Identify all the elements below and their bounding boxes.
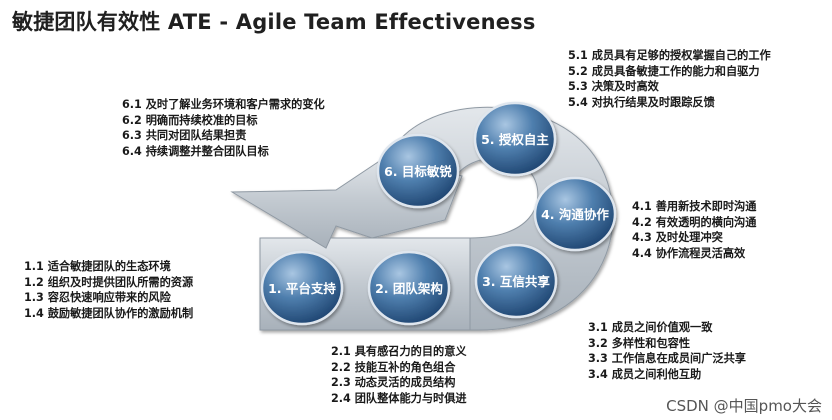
node-6-sphere [376, 133, 460, 209]
group-6-list: 6.1 及时了解业务环境和客户需求的变化 6.2 明确而持续校准的目标 6.3 … [122, 97, 325, 159]
watermark-text: CSDN @中国pmo大会 [666, 397, 822, 415]
node-2-label: 2. 团队架构 [375, 281, 443, 296]
group-3-item: 3.3 工作信息在成员间广泛共享 [588, 352, 746, 365]
group-3-item: 3.4 成员之间利他互助 [588, 367, 702, 381]
group-1-item: 1.2 组织及时提供团队所需的资源 [24, 275, 194, 289]
group-5-item: 5.2 成员具备敏捷工作的能力和自驱力 [568, 64, 760, 78]
group-1-list: 1.1 适合敏捷团队的生态环境 1.2 组织及时提供团队所需的资源 1.3 容忍… [24, 259, 193, 321]
node-2-sphere [367, 250, 451, 326]
node-5-label: 5. 授权自主 [481, 132, 549, 147]
group-6-item: 6.2 明确而持续校准的目标 [122, 113, 258, 127]
node-3-sphere [474, 243, 558, 319]
group-1-item: 1.4 鼓励敏捷团队协作的激励机制 [24, 306, 194, 320]
group-5-item: 5.3 决策及时高效 [568, 80, 659, 93]
group-6-item: 6.4 持续调整并整合团队目标 [122, 144, 269, 158]
node-3-label: 3. 互信共享 [482, 274, 550, 289]
group-6-item: 6.1 及时了解业务环境和客户需求的变化 [122, 98, 325, 111]
group-5-item: 5.4 对执行结果及时跟踪反馈 [568, 95, 715, 109]
node-5-sphere [473, 101, 557, 177]
group-4-item: 4.3 及时处理冲突 [632, 231, 723, 244]
group-2-list: 2.1 具有感召力的目的意义 2.2 技能互补的角色组合 2.3 动态灵活的成员… [331, 344, 467, 406]
group-1-item: 1.3 容忍快速响应带来的风险 [24, 291, 171, 304]
page-title: 敏捷团队有效性 ATE - Agile Team Effectiveness [12, 10, 536, 34]
group-3-item: 3.1 成员之间价值观一致 [588, 321, 713, 334]
group-3-list: 3.1 成员之间价值观一致 3.2 多样性和包容性 3.3 工作信息在成员间广泛… [588, 320, 746, 382]
group-1-item: 1.1 适合敏捷团队的生态环境 [24, 260, 171, 273]
group-2-item: 2.4 团队整体能力与时俱进 [331, 391, 467, 405]
group-4-item: 4.4 协作流程灵活高效 [632, 246, 746, 260]
group-3-item: 3.2 多样性和包容性 [588, 336, 691, 350]
group-4-item: 4.1 善用新技术即时沟通 [632, 200, 757, 213]
node-1-label: 1. 平台支持 [268, 281, 336, 296]
group-2-item: 2.2 技能互补的角色组合 [331, 360, 456, 374]
group-4-list: 4.1 善用新技术即时沟通 4.2 有效透明的横向沟通 4.3 及时处理冲突 4… [632, 199, 756, 261]
node-1-sphere [260, 250, 344, 326]
group-5-list: 5.1 成员具有足够的授权掌握自己的工作 5.2 成员具备敏捷工作的能力和自驱力… [568, 48, 771, 110]
node-6-label: 6. 目标敏锐 [384, 164, 452, 179]
group-4-item: 4.2 有效透明的横向沟通 [632, 215, 757, 229]
group-6-item: 6.3 共同对团队结果担责 [122, 129, 247, 142]
group-5-item: 5.1 成员具有足够的授权掌握自己的工作 [568, 49, 771, 62]
group-2-item: 2.3 动态灵活的成员结构 [331, 376, 456, 389]
group-2-item: 2.1 具有感召力的目的意义 [331, 345, 467, 358]
node-4-label: 4. 沟通协作 [541, 207, 609, 222]
node-4-sphere [533, 176, 617, 252]
